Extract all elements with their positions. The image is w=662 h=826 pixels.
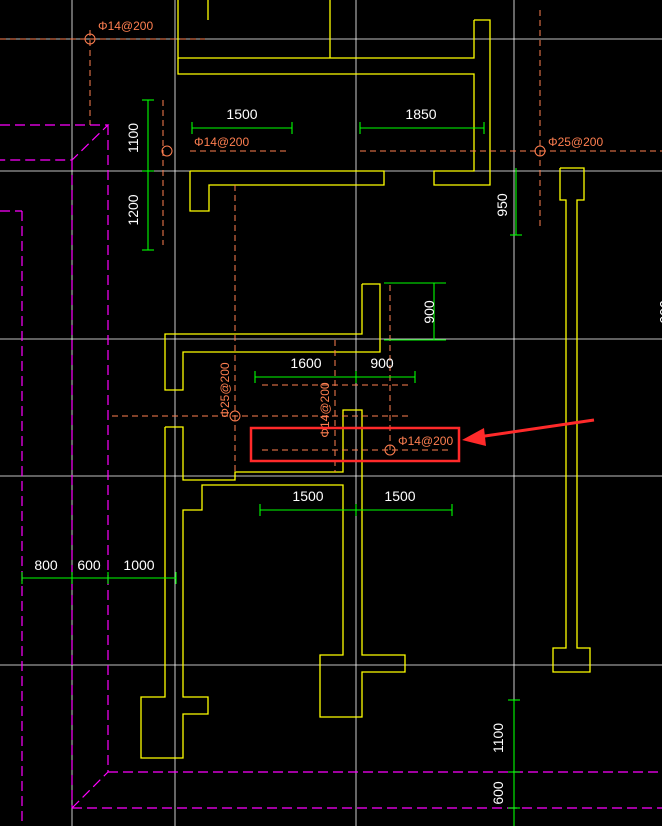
wall-outlines bbox=[140, 0, 591, 759]
rebar-markers bbox=[84, 33, 546, 456]
dim-bottom-right-1100: 1100 bbox=[490, 723, 506, 753]
dim-low-1500-b: 1500 bbox=[384, 488, 415, 504]
dim-bottom-800: 800 bbox=[34, 557, 58, 573]
dim-left-1200: 1200 bbox=[125, 194, 141, 225]
dim-top-1500: 1500 bbox=[226, 106, 257, 122]
highlight-box bbox=[249, 426, 461, 463]
dim-mid-1600: 1600 bbox=[290, 355, 321, 371]
boundary-lines bbox=[0, 124, 662, 826]
rebar-label-highlighted: Φ14@200 bbox=[398, 434, 453, 448]
rebar-label-center-vertical-2: Φ14@200 bbox=[318, 382, 332, 437]
dim-left-1100: 1100 bbox=[125, 123, 141, 153]
rebar-label-upper-right: Φ25@200 bbox=[548, 135, 603, 149]
rebar-label-top-left: Φ14@200 bbox=[98, 19, 153, 33]
dimension-lines bbox=[21, 99, 522, 826]
dim-bottom-1000: 1000 bbox=[123, 557, 154, 573]
dim-bottom-600: 600 bbox=[77, 557, 101, 573]
dim-top-1850: 1850 bbox=[405, 106, 436, 122]
dim-mid-900: 900 bbox=[370, 355, 394, 371]
rebar-lines bbox=[0, 10, 662, 472]
dim-low-1500-a: 1500 bbox=[292, 488, 323, 504]
dim-edge-900: 900 bbox=[657, 300, 662, 324]
dim-mid-900-vertical: 900 bbox=[421, 300, 437, 324]
rebar-label-upper-mid: Φ14@200 bbox=[194, 135, 249, 149]
arrow-icon bbox=[462, 418, 595, 446]
rebar-label-center-vertical: Φ25@200 bbox=[218, 362, 232, 417]
dim-bottom-right-600: 600 bbox=[490, 781, 506, 805]
dim-right-950: 950 bbox=[494, 193, 510, 217]
